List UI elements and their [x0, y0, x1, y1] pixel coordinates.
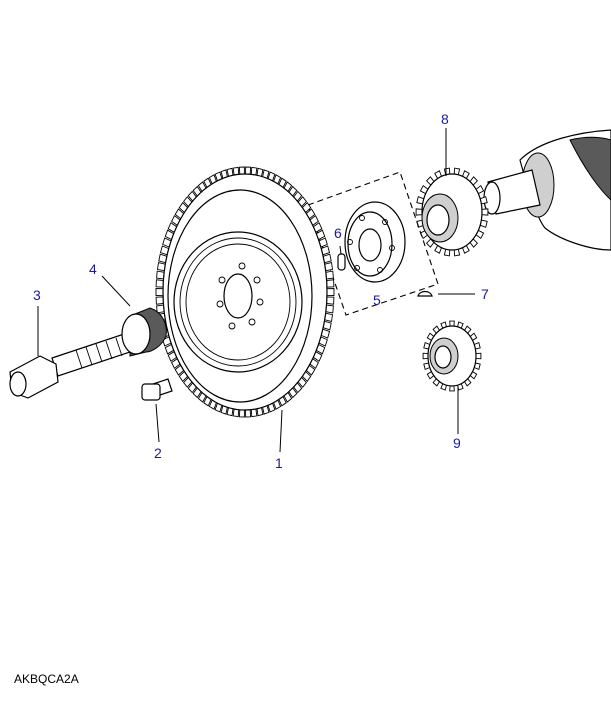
- woodruff-key: [417, 290, 433, 297]
- gear-tooth: [155, 279, 164, 288]
- callout-5: 5: [373, 292, 381, 308]
- gear-tooth: [449, 320, 455, 327]
- small-screw: [141, 378, 173, 401]
- gear-tooth: [415, 208, 423, 216]
- callout-6: 6: [334, 225, 342, 241]
- callout-3: 3: [33, 287, 41, 303]
- gear-tooth: [326, 296, 335, 305]
- flywheel: [155, 166, 335, 418]
- callout-4: 4: [89, 261, 97, 277]
- callout-1: 1: [275, 455, 283, 471]
- gear-tooth: [155, 296, 164, 305]
- callout-9: 9: [453, 435, 461, 451]
- gear-tooth: [156, 270, 165, 280]
- callout-7: 7: [481, 286, 489, 302]
- gear-tooth: [155, 288, 164, 296]
- gear-tooth: [481, 208, 489, 216]
- gear-tooth: [422, 352, 429, 360]
- gear-tooth: [245, 409, 252, 418]
- callout-2: 2: [154, 445, 162, 461]
- callout-8: 8: [441, 111, 449, 127]
- hub-assembly: [307, 171, 439, 316]
- gear-tooth: [238, 409, 245, 418]
- gear-tooth: [238, 166, 245, 175]
- gear-tooth: [325, 304, 334, 314]
- crankshaft: [483, 129, 611, 251]
- dowel-pin: [337, 253, 346, 271]
- gear-tooth: [475, 352, 482, 360]
- leader-lines: [37, 128, 475, 453]
- callout-labels: 1 2 3 4 5 6 7 8 9: [33, 111, 489, 471]
- spacer-washer: [121, 307, 167, 357]
- diagram-reference-code: AKBQCA2A: [14, 672, 79, 686]
- gear-tooth: [449, 385, 455, 392]
- crank-gear: [415, 167, 489, 257]
- flywheel-bolt: [9, 333, 131, 399]
- small-gear: [422, 320, 482, 392]
- gear-tooth: [325, 270, 334, 280]
- gear-tooth: [326, 279, 335, 288]
- gear-tooth: [245, 166, 252, 175]
- gear-tooth: [326, 288, 335, 296]
